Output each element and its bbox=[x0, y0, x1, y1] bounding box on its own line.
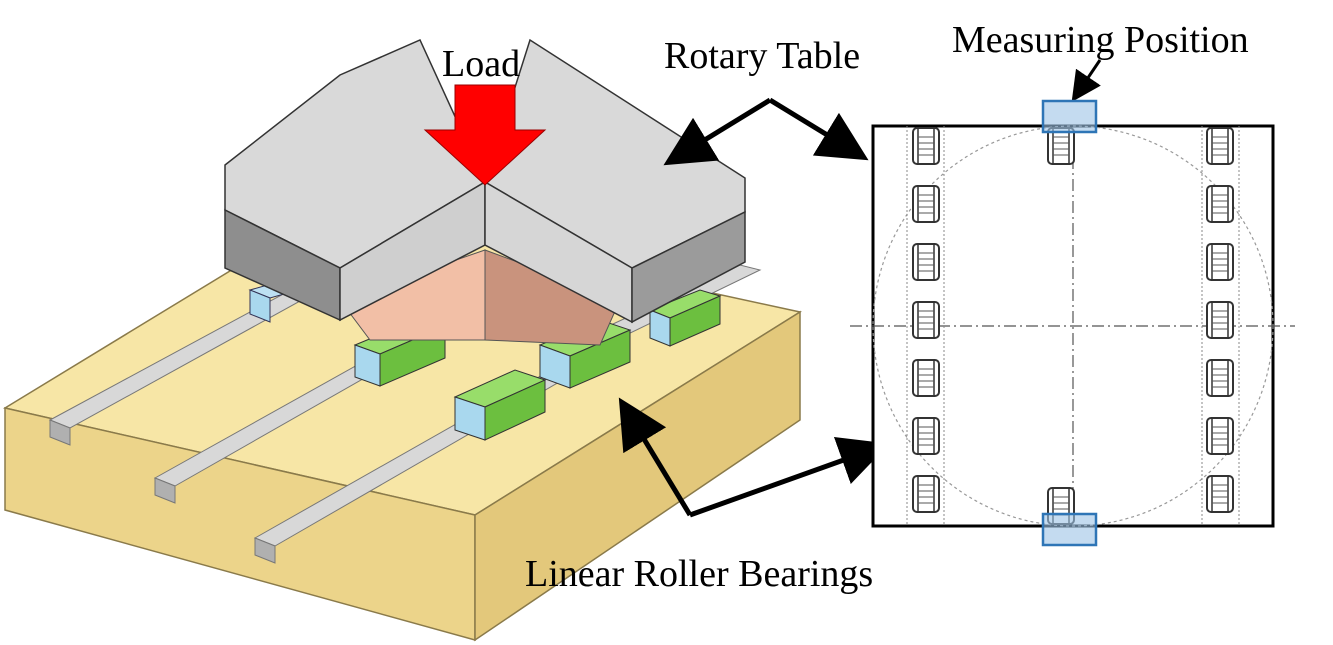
bearing-icon bbox=[912, 127, 940, 165]
bearing-icon bbox=[1047, 127, 1075, 165]
linear-roller-bearings-label: Linear Roller Bearings bbox=[525, 553, 873, 595]
bearing-block-4 bbox=[648, 289, 722, 347]
bearing-arrow-right bbox=[689, 436, 890, 518]
bearing-icon bbox=[912, 359, 940, 397]
spacer bbox=[339, 249, 621, 346]
measuring-position-label: Measuring Position bbox=[952, 19, 1249, 61]
bearing-icon bbox=[1206, 185, 1234, 223]
bearing-icon bbox=[912, 185, 940, 223]
bearing-icon bbox=[912, 243, 940, 281]
table-side-right bbox=[631, 210, 746, 324]
measuring-box-top bbox=[1041, 99, 1098, 134]
leader-arrows bbox=[618, 59, 1102, 518]
bearing-icon bbox=[1206, 475, 1234, 513]
bearing-block-3 bbox=[453, 369, 547, 441]
rotary-arrow-left bbox=[663, 97, 772, 166]
bearing-icon bbox=[1206, 127, 1234, 165]
bearing-icon bbox=[1206, 417, 1234, 455]
isometric-assembly bbox=[3, 38, 802, 642]
load-arrow bbox=[423, 84, 547, 186]
top-view bbox=[850, 99, 1295, 547]
rotary-table-label: Rotary Table bbox=[664, 35, 860, 77]
bearing-arrow-left bbox=[618, 397, 693, 517]
rail-1 bbox=[48, 284, 322, 446]
bearing-icon bbox=[912, 417, 940, 455]
bearing-icon bbox=[912, 301, 940, 339]
bearing-icon bbox=[1206, 359, 1234, 397]
rotary-table-block bbox=[224, 38, 746, 324]
bearing-icon bbox=[912, 475, 940, 513]
measuring-arrow bbox=[1071, 59, 1102, 102]
load-label: Load bbox=[442, 43, 520, 85]
bearing-icon bbox=[1206, 301, 1234, 339]
measuring-box-bottom bbox=[1041, 512, 1098, 547]
base-side bbox=[474, 310, 801, 642]
bearing-icon bbox=[1206, 243, 1234, 281]
rotary-arrow-right bbox=[768, 97, 869, 161]
